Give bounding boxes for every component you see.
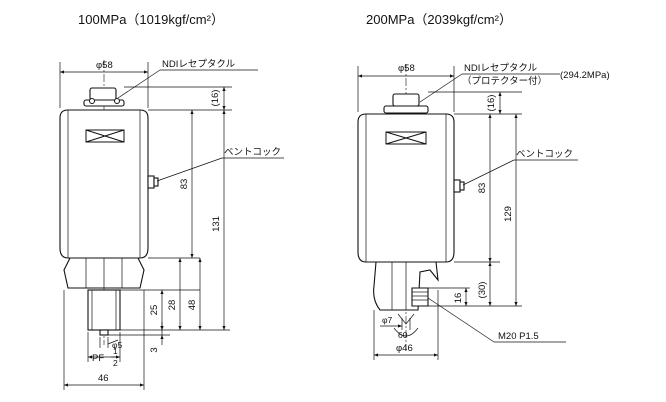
left-hex-nut (63, 257, 145, 289)
right-vent-cock (453, 179, 465, 193)
left-dim16: (16) (210, 90, 221, 107)
left-vent-cock-label: ベントコック (224, 147, 281, 158)
right-phi58-label: φ58 (398, 63, 415, 74)
right-dim30: (30) (477, 282, 488, 299)
left-dim83: 83 (179, 179, 190, 190)
right-dim129: 129 (503, 206, 514, 222)
right-phi7: φ7 (382, 315, 393, 325)
left-phi5: φ5 (112, 340, 123, 350)
left-receptacle (83, 87, 125, 107)
right-title: 200MPa（2039kgf/cm²） (366, 12, 512, 27)
left-stem (87, 289, 121, 336)
left-dim3: 3 (149, 347, 160, 352)
left-main-body (59, 109, 149, 259)
left-pf-label: PF (92, 353, 104, 364)
right-phi46: φ46 (396, 343, 413, 354)
right-hex-nut (373, 261, 439, 325)
right-gauge-drawing: 200MPa（2039kgf/cm²） (357, 12, 610, 360)
left-pf-frac-top: 1 (113, 346, 118, 356)
left-title: 100MPa（1019kgf/cm²） (78, 12, 224, 27)
right-protector-label: （プロテクター付） (462, 75, 547, 87)
right-dim60: 60 (398, 330, 408, 340)
left-phi58-label: φ58 (96, 60, 113, 71)
left-vent-cock (147, 175, 159, 189)
left-receptacle-label: NDIレセプタクル (162, 59, 236, 70)
right-pressure-label: (294.2MPa) (560, 70, 610, 81)
left-dim48: 48 (187, 300, 198, 311)
left-gauge-drawing: 100MPa（1019kgf/cm²） (59, 12, 284, 390)
left-pf-frac-bot: 2 (113, 358, 118, 368)
left-dim131: 131 (211, 216, 222, 232)
right-dim16b: 16 (453, 293, 464, 304)
right-thread-label: M20 P1.5 (498, 331, 539, 342)
left-dim28: 28 (167, 300, 178, 311)
right-dim83: 83 (477, 183, 488, 194)
left-dim46: 46 (98, 373, 109, 384)
right-dim16: (16) (486, 95, 497, 112)
right-main-body (357, 113, 455, 263)
right-vent-cock-label: ベントコック (516, 149, 573, 160)
left-dim25: 25 (149, 305, 160, 316)
right-receptacle (383, 93, 429, 114)
right-receptacle-label: NDIレセプタクル (464, 63, 538, 74)
